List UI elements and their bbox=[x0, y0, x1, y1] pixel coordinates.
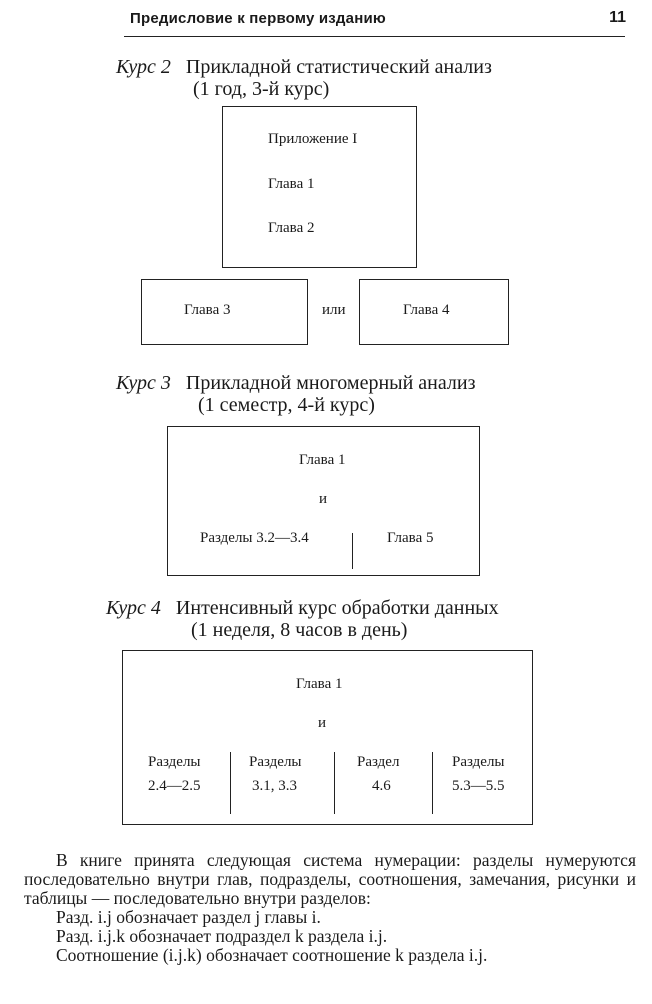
course4-title: Интенсивный курс обработки данных bbox=[175, 597, 499, 619]
course4-col4-line1: Разделы bbox=[452, 754, 505, 770]
course4-col1-line2: 2.4—2.5 bbox=[148, 778, 201, 794]
course4-subtitle: (1 неделя, 8 часов в день) bbox=[191, 619, 408, 641]
course3-heading: Курс 3 Прикладной многомерный анализ (1 … bbox=[116, 372, 476, 416]
course3-divider bbox=[352, 533, 353, 569]
course2-chapter3-label: Глава 3 bbox=[184, 302, 231, 318]
course2-title: Прикладной статистический анализ bbox=[185, 56, 492, 78]
course3-subtitle: (1 семестр, 4-й курс) bbox=[198, 394, 375, 416]
course2-right-box bbox=[359, 279, 509, 345]
course2-main-box bbox=[222, 106, 417, 268]
course2-chapter1-label: Глава 1 bbox=[268, 176, 315, 192]
course4-chapter1-label: Глава 1 bbox=[296, 676, 343, 692]
course4-col2-line1: Разделы bbox=[249, 754, 302, 770]
course2-chapter2-label: Глава 2 bbox=[268, 220, 315, 236]
page-number: 11 bbox=[609, 9, 626, 26]
course4-col3-line1: Раздел bbox=[357, 754, 400, 770]
numbering-section: В книге принята следующая система нумера… bbox=[24, 851, 636, 965]
numbering-line-2: Разд. i.j.k обозначает подраздел k разде… bbox=[56, 926, 388, 946]
course4-divider-2 bbox=[334, 752, 335, 814]
numbering-line-1: Разд. i.j обозначает раздел j главы i. bbox=[56, 907, 321, 927]
course4-box bbox=[122, 650, 533, 825]
course4-divider-3 bbox=[432, 752, 433, 814]
course2-left-box bbox=[141, 279, 308, 345]
running-header-title: Предисловие к первому изданию bbox=[130, 10, 386, 27]
course3-sections-label: Разделы 3.2—3.4 bbox=[200, 530, 309, 546]
course2-heading: Курс 2 Прикладной статистический анализ … bbox=[116, 56, 492, 100]
course4-heading: Курс 4 Интенсивный курс обработки данных… bbox=[106, 597, 499, 641]
course2-or-label: или bbox=[322, 302, 346, 318]
course3-box bbox=[167, 426, 480, 576]
course3-chapter1-label: Глава 1 bbox=[299, 452, 346, 468]
course4-label: Курс 4 bbox=[106, 597, 161, 619]
course4-col4-line2: 5.3—5.5 bbox=[452, 778, 505, 794]
course3-label: Курс 3 bbox=[116, 372, 171, 394]
course2-appendix-label: Приложение I bbox=[268, 131, 358, 147]
course4-col2-line2: 3.1, 3.3 bbox=[252, 778, 297, 794]
course3-title: Прикладной многомерный анализ bbox=[185, 372, 476, 394]
course4-col3-line2: 4.6 bbox=[372, 778, 391, 794]
numbering-intro: В книге принята следующая система нумера… bbox=[24, 850, 636, 908]
course4-divider-1 bbox=[230, 752, 231, 814]
course2-chapter4-label: Глава 4 bbox=[403, 302, 450, 318]
course2-subtitle: (1 год, 3-й курс) bbox=[193, 78, 330, 100]
course4-col1-line1: Разделы bbox=[148, 754, 201, 770]
course3-chapter5-label: Глава 5 bbox=[387, 530, 434, 546]
course3-and-label: и bbox=[319, 491, 328, 507]
numbering-line-3: Соотношение (i.j.k) обозначает соотношен… bbox=[56, 945, 488, 965]
course4-and-label: и bbox=[318, 715, 327, 731]
header-rule bbox=[124, 36, 625, 37]
course2-label: Курс 2 bbox=[116, 56, 171, 78]
